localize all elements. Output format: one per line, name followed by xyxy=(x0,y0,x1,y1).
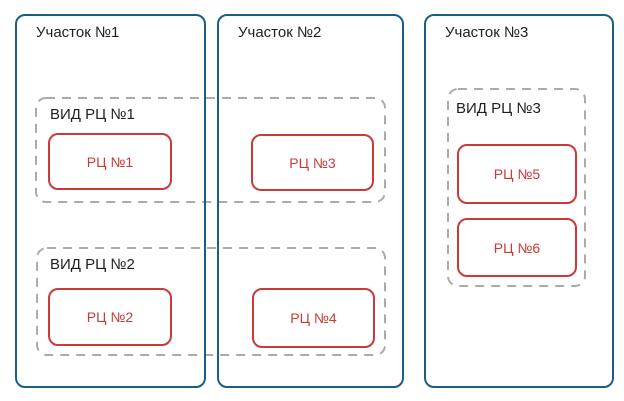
section-uchastok-2-label: Участок №2 xyxy=(238,24,322,41)
group-vid-rc-1-outline xyxy=(35,97,386,203)
section-uchastok-2: Участок №2 xyxy=(217,14,404,388)
node-rc-5: РЦ №5 xyxy=(457,144,577,204)
node-rc-4-label: РЦ №4 xyxy=(290,310,337,326)
section-uchastok-1-label: Участок №1 xyxy=(36,24,120,41)
node-rc-6: РЦ №6 xyxy=(457,218,577,277)
group-vid-rc-2-outline xyxy=(36,247,386,356)
node-rc-2: РЦ №2 xyxy=(48,288,172,346)
group-vid-rc-3-label: ВИД РЦ №3 xyxy=(456,100,541,117)
node-rc-1: РЦ №1 xyxy=(48,133,172,190)
node-rc-6-label: РЦ №6 xyxy=(493,239,541,256)
node-rc-3: РЦ №3 xyxy=(251,134,374,191)
group-vid-rc-1-label: ВИД РЦ №1 xyxy=(50,106,135,123)
node-rc-1-label: РЦ №1 xyxy=(86,153,134,170)
section-uchastok-3-label: Участок №3 xyxy=(445,24,529,41)
node-rc-2-label: РЦ №2 xyxy=(86,309,134,325)
group-vid-rc-3-outline xyxy=(447,88,586,287)
section-uchastok-3: Участок №3 xyxy=(424,14,614,388)
node-rc-5-label: РЦ №5 xyxy=(493,166,541,182)
section-uchastok-1: Участок №1 xyxy=(15,14,206,388)
node-rc-3-label: РЦ №3 xyxy=(289,154,336,171)
group-vid-rc-2-label: ВИД РЦ №2 xyxy=(50,256,135,273)
node-rc-4: РЦ №4 xyxy=(252,288,375,348)
